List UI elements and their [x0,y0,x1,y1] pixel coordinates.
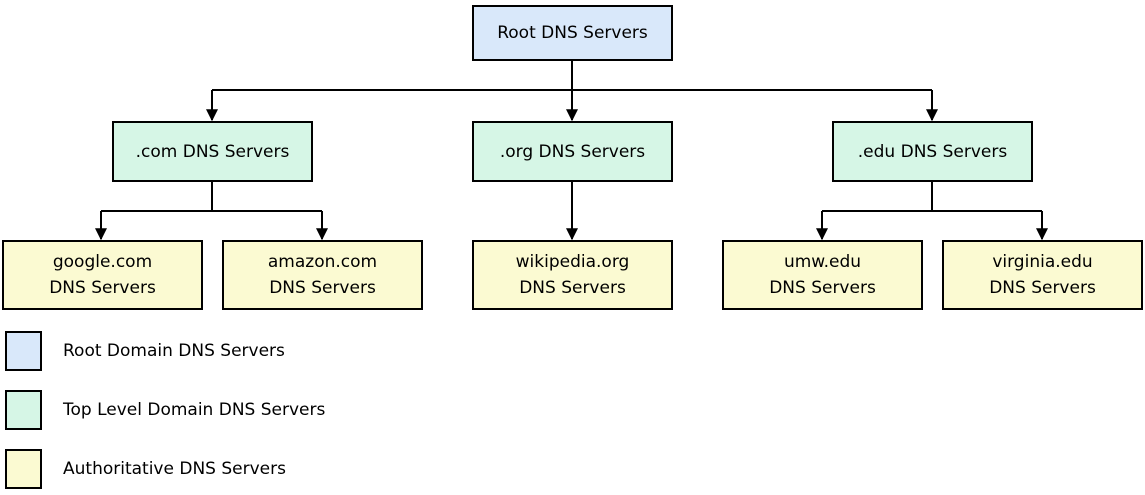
node-label-line2: DNS Servers [269,278,376,298]
node-label-line1: wikipedia.org [515,252,630,272]
legend-swatch-top-level-domain [5,390,42,430]
legend-label-top-level-domain: Top Level Domain DNS Servers [63,400,326,420]
node-google-dns-servers: google.com DNS Servers [2,240,203,310]
legend-label-authoritative: Authoritative DNS Servers [63,459,286,479]
node-label-line2: DNS Servers [769,278,876,298]
legend-item-root-domain: Root Domain DNS Servers [5,331,285,371]
node-label: Root DNS Servers [497,23,648,43]
node-label-line2: DNS Servers [989,278,1096,298]
node-label: .org DNS Servers [499,141,646,162]
node-edu-dns-servers: .edu DNS Servers [832,121,1033,182]
node-virginia-dns-servers: virginia.edu DNS Servers [942,240,1143,310]
legend-swatch-authoritative [5,449,42,489]
node-umw-dns-servers: umw.edu DNS Servers [722,240,923,310]
legend-swatch-root-domain [5,331,42,371]
node-label: .com DNS Servers [135,141,290,162]
node-label-line2: DNS Servers [49,278,156,298]
node-org-dns-servers: .org DNS Servers [472,121,673,182]
node-wikipedia-dns-servers: wikipedia.org DNS Servers [472,240,673,310]
node-root-dns-servers: Root DNS Servers [472,5,673,61]
legend-item-authoritative: Authoritative DNS Servers [5,449,286,489]
node-label-line1: virginia.edu [992,252,1093,272]
node-label-line2: DNS Servers [519,278,626,298]
node-amazon-dns-servers: amazon.com DNS Servers [222,240,423,310]
legend-label-root-domain: Root Domain DNS Servers [63,341,285,361]
node-label-line1: google.com [52,252,153,272]
legend-item-top-level-domain: Top Level Domain DNS Servers [5,390,325,430]
node-label-line1: umw.edu [783,252,862,272]
node-com-dns-servers: .com DNS Servers [112,121,313,182]
node-label: .edu DNS Servers [857,141,1008,162]
node-label-line1: amazon.com [267,252,378,272]
